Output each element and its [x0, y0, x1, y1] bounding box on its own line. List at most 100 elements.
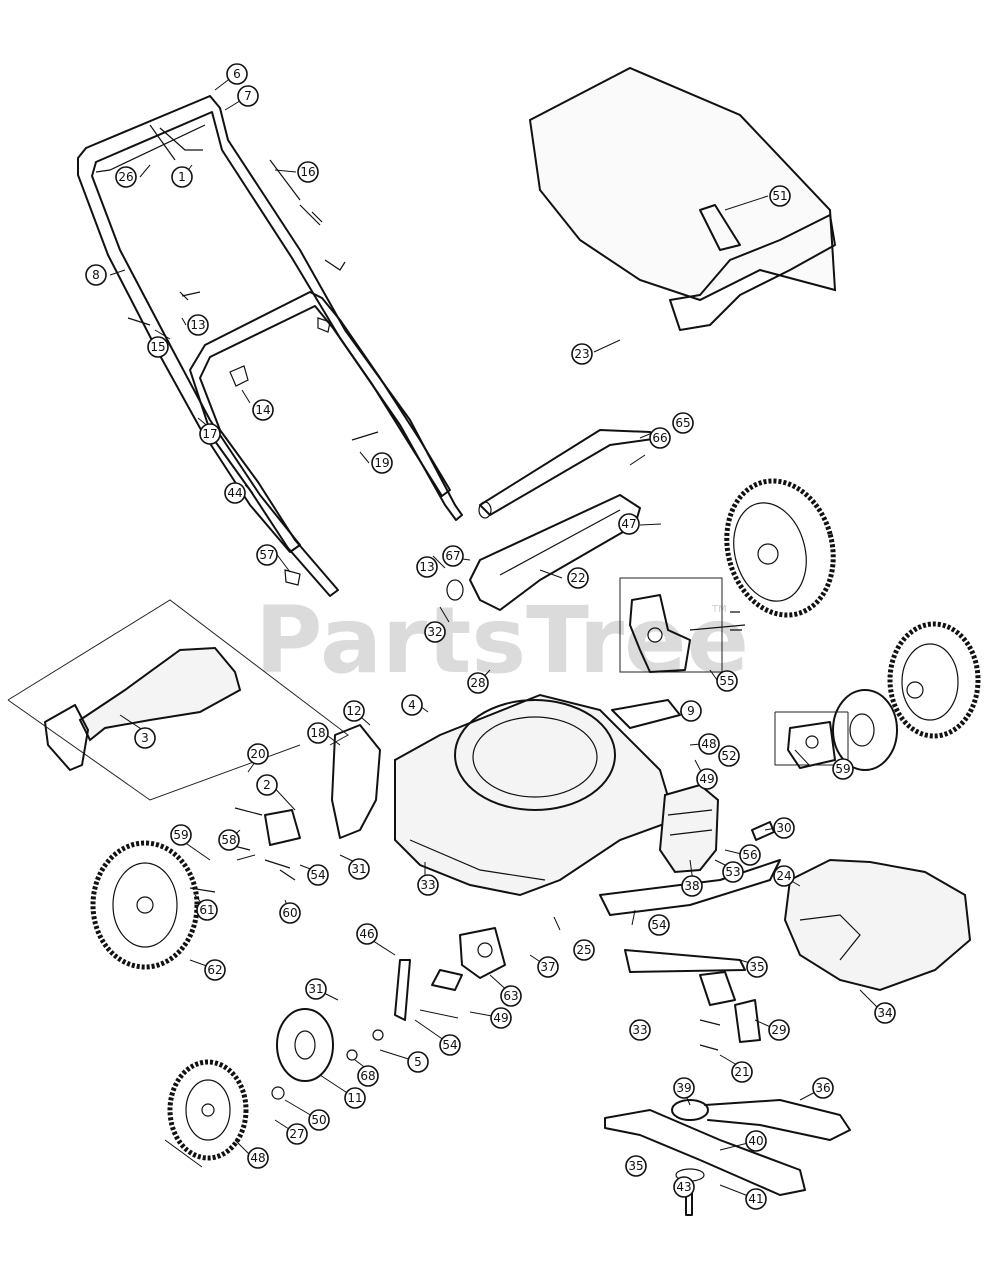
callout-label: 9 — [687, 704, 695, 718]
front-wheel-right — [887, 621, 981, 739]
callout-label: 49 — [699, 772, 714, 786]
callout-50: 50 — [308, 1109, 330, 1131]
callout-label: 33 — [420, 878, 435, 892]
callout-circle — [680, 700, 702, 722]
callout-label: 68 — [360, 1069, 375, 1083]
callout-label: 4 — [408, 698, 416, 712]
callout-49: 49 — [696, 768, 718, 790]
leader-lines — [109, 73, 884, 1200]
partstree-watermark: PartsTree — [255, 587, 749, 694]
grass-catcher-bag — [528, 66, 837, 331]
callout-label: 46 — [359, 927, 374, 941]
rear-deflector-shield — [783, 858, 972, 992]
callout-circle — [745, 1130, 767, 1152]
callout-label: 8 — [92, 268, 100, 282]
callout-label: 39 — [676, 1081, 691, 1095]
callout-2: 2 — [256, 774, 278, 796]
callout-label: 48 — [250, 1151, 265, 1165]
callout-58: 58 — [218, 829, 240, 851]
callout-circle — [567, 567, 589, 589]
callout-label: 23 — [574, 347, 589, 361]
belt-guard — [699, 971, 761, 1051]
callout-circle — [500, 985, 522, 1007]
callout-24: 24 — [773, 865, 795, 887]
callout-label: 52 — [721, 749, 736, 763]
callout-circle — [371, 452, 393, 474]
callout-label: 6 — [233, 67, 241, 81]
rear-height-adjuster — [619, 577, 746, 673]
callout-circle — [625, 1155, 647, 1177]
callout-3: 3 — [134, 727, 156, 749]
callout-label: 33 — [632, 1023, 647, 1037]
callout-43: 43 — [673, 1176, 695, 1198]
callout-label: 54 — [651, 918, 666, 932]
callout-label: 15 — [150, 340, 165, 354]
callout-circle — [467, 672, 489, 694]
callout-circle — [171, 166, 193, 188]
callout-circle — [218, 829, 240, 851]
callout-39: 39 — [673, 1077, 695, 1099]
callout-49: 49 — [490, 1007, 512, 1029]
callout-6: 6 — [226, 63, 248, 85]
callout-48: 48 — [247, 1147, 269, 1169]
callout-circle — [648, 914, 670, 936]
callout-55: 55 — [716, 670, 738, 692]
callout-label: 67 — [445, 549, 460, 563]
rear-chute-door — [446, 494, 641, 611]
callout-label: 5 — [414, 1055, 422, 1069]
callout-33: 33 — [417, 874, 439, 896]
callout-circle — [308, 1109, 330, 1131]
callout-circle — [85, 264, 107, 286]
callout-circle — [134, 727, 156, 749]
callout-35: 35 — [746, 956, 768, 978]
callout-59: 59 — [832, 758, 854, 780]
front-axle — [599, 859, 781, 973]
callout-34: 34 — [874, 1002, 896, 1024]
lower-handle — [189, 291, 451, 597]
callout-circle — [731, 1061, 753, 1083]
callout-18: 18 — [307, 722, 329, 744]
callout-52: 52 — [718, 745, 740, 767]
callout-label: 66 — [652, 431, 667, 445]
callout-30: 30 — [773, 817, 795, 839]
callout-65: 65 — [672, 412, 694, 434]
callout-label: 12 — [346, 704, 361, 718]
callout-circle — [537, 956, 559, 978]
callout-label: 57 — [259, 548, 274, 562]
callout-label: 31 — [308, 982, 323, 996]
front-wheel-left — [90, 840, 291, 970]
callout-31: 31 — [305, 978, 327, 1000]
callout-label: 53 — [725, 865, 740, 879]
callout-label: 49 — [493, 1011, 508, 1025]
callout-32: 32 — [424, 621, 446, 643]
callout-11: 11 — [344, 1087, 366, 1109]
callout-53: 53 — [722, 861, 744, 883]
callout-circle — [746, 956, 768, 978]
rear-height-plate — [394, 927, 506, 1021]
callout-circle — [439, 1034, 461, 1056]
callout-circle — [407, 1051, 429, 1073]
callout-label: 30 — [776, 821, 791, 835]
mower-deck — [394, 693, 677, 897]
callout-label: 1 — [178, 170, 186, 184]
callout-label: 41 — [748, 1192, 763, 1206]
callout-circle — [286, 1123, 308, 1145]
callout-label: 29 — [771, 1023, 786, 1037]
callout-circle — [305, 978, 327, 1000]
callout-circle — [252, 399, 274, 421]
callout-9: 9 — [680, 700, 702, 722]
callout-57: 57 — [256, 544, 278, 566]
callout-label: 14 — [255, 403, 270, 417]
callout-33: 33 — [629, 1019, 651, 1041]
callout-19: 19 — [371, 452, 393, 474]
callout-36: 36 — [812, 1077, 834, 1099]
callout-circle — [424, 621, 446, 643]
callout-circle — [196, 899, 218, 921]
callout-38: 38 — [681, 875, 703, 897]
callout-label: 56 — [742, 848, 757, 862]
callout-circle — [490, 1007, 512, 1029]
callout-circle — [187, 314, 209, 336]
watermark-trademark: TM — [711, 604, 727, 615]
callout-label: 17 — [202, 427, 217, 441]
